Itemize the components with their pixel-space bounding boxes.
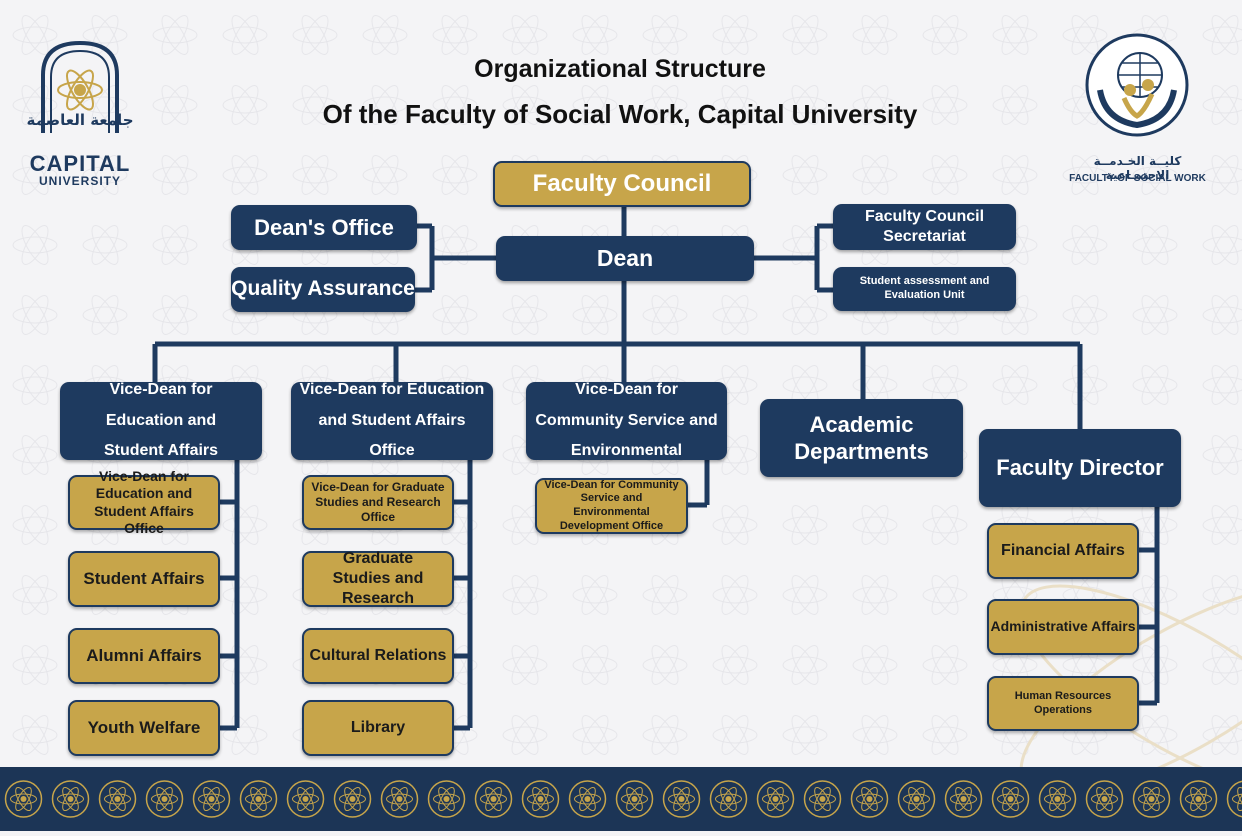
academic-departments-box: Academic Departments: [760, 399, 963, 477]
col5-human-resources-box: Human Resources Operations: [987, 676, 1139, 731]
logo-hands-globe-icon: [1085, 33, 1189, 137]
faculty-director-box: Faculty Director: [979, 429, 1181, 507]
deans-office-box: Dean's Office: [231, 205, 417, 250]
capital-university-logo: جامعة العاصمة CAPITAL UNIVERSITY: [25, 35, 135, 190]
col1-youth-welfare-box: Youth Welfare: [68, 700, 220, 756]
logo-capital-text: CAPITAL: [29, 151, 131, 176]
faculty-of-social-work-logo: كليــة الخـدمــة الاجتمـاعية FACULTY OF …: [1060, 30, 1215, 190]
logo-english-faculty-text: FACULTY OF SOCIAL WORK: [1069, 173, 1206, 184]
vice-dean-community-box: Vice-Dean for Community Service and Envi…: [526, 381, 727, 460]
dean-box: Dean: [496, 236, 754, 281]
faculty-council-box: Faculty Council: [493, 161, 751, 207]
quality-assurance-box: Quality Assurance: [231, 267, 415, 312]
footer-ornament-band: [0, 767, 1242, 831]
col2-graduate-studies-box: Graduate Studies and Research: [302, 550, 454, 607]
col2-graduate-office-box: Vice-Dean for Graduate Studies and Resea…: [302, 475, 454, 530]
logo-arabic-text: جامعة العاصمة: [26, 111, 134, 129]
col1-alumni-affairs-box: Alumni Affairs: [68, 628, 220, 684]
vice-dean-education-office-box: Vice-Dean for Education and Student Affa…: [291, 381, 493, 460]
col5-administrative-affairs-box: Administrative Affairs: [987, 599, 1139, 655]
page-title-line1: Organizational Structure: [474, 55, 766, 83]
vice-dean-education-box: Vice-Dean for Education and Student Affa…: [60, 381, 262, 460]
page-title-line2: Of the Faculty of Social Work, Capital U…: [322, 99, 918, 129]
footer-atom-pattern: [0, 767, 1242, 831]
logo-arch-icon: [41, 40, 119, 133]
col2-cultural-relations-box: Cultural Relations: [302, 628, 454, 684]
col1-student-affairs-box: Student Affairs: [68, 551, 220, 607]
col3-community-office-box: Vice-Dean for Community Service and Envi…: [535, 478, 688, 534]
logo-arabic-faculty-text: كليــة الخـدمــة الاجتمـاعية: [1093, 154, 1182, 182]
col1-office-box: Vice-Dean for Education and Student Affa…: [68, 468, 220, 536]
col2-library-box: Library: [302, 700, 454, 756]
col5-financial-affairs-box: Financial Affairs: [987, 523, 1139, 579]
student-assessment-unit-box: Student assessment and Evaluation Unit: [833, 267, 1016, 311]
logo-university-text: UNIVERSITY: [38, 174, 121, 188]
faculty-council-secretariat-box: Faculty Council Secretariat: [833, 204, 1016, 250]
